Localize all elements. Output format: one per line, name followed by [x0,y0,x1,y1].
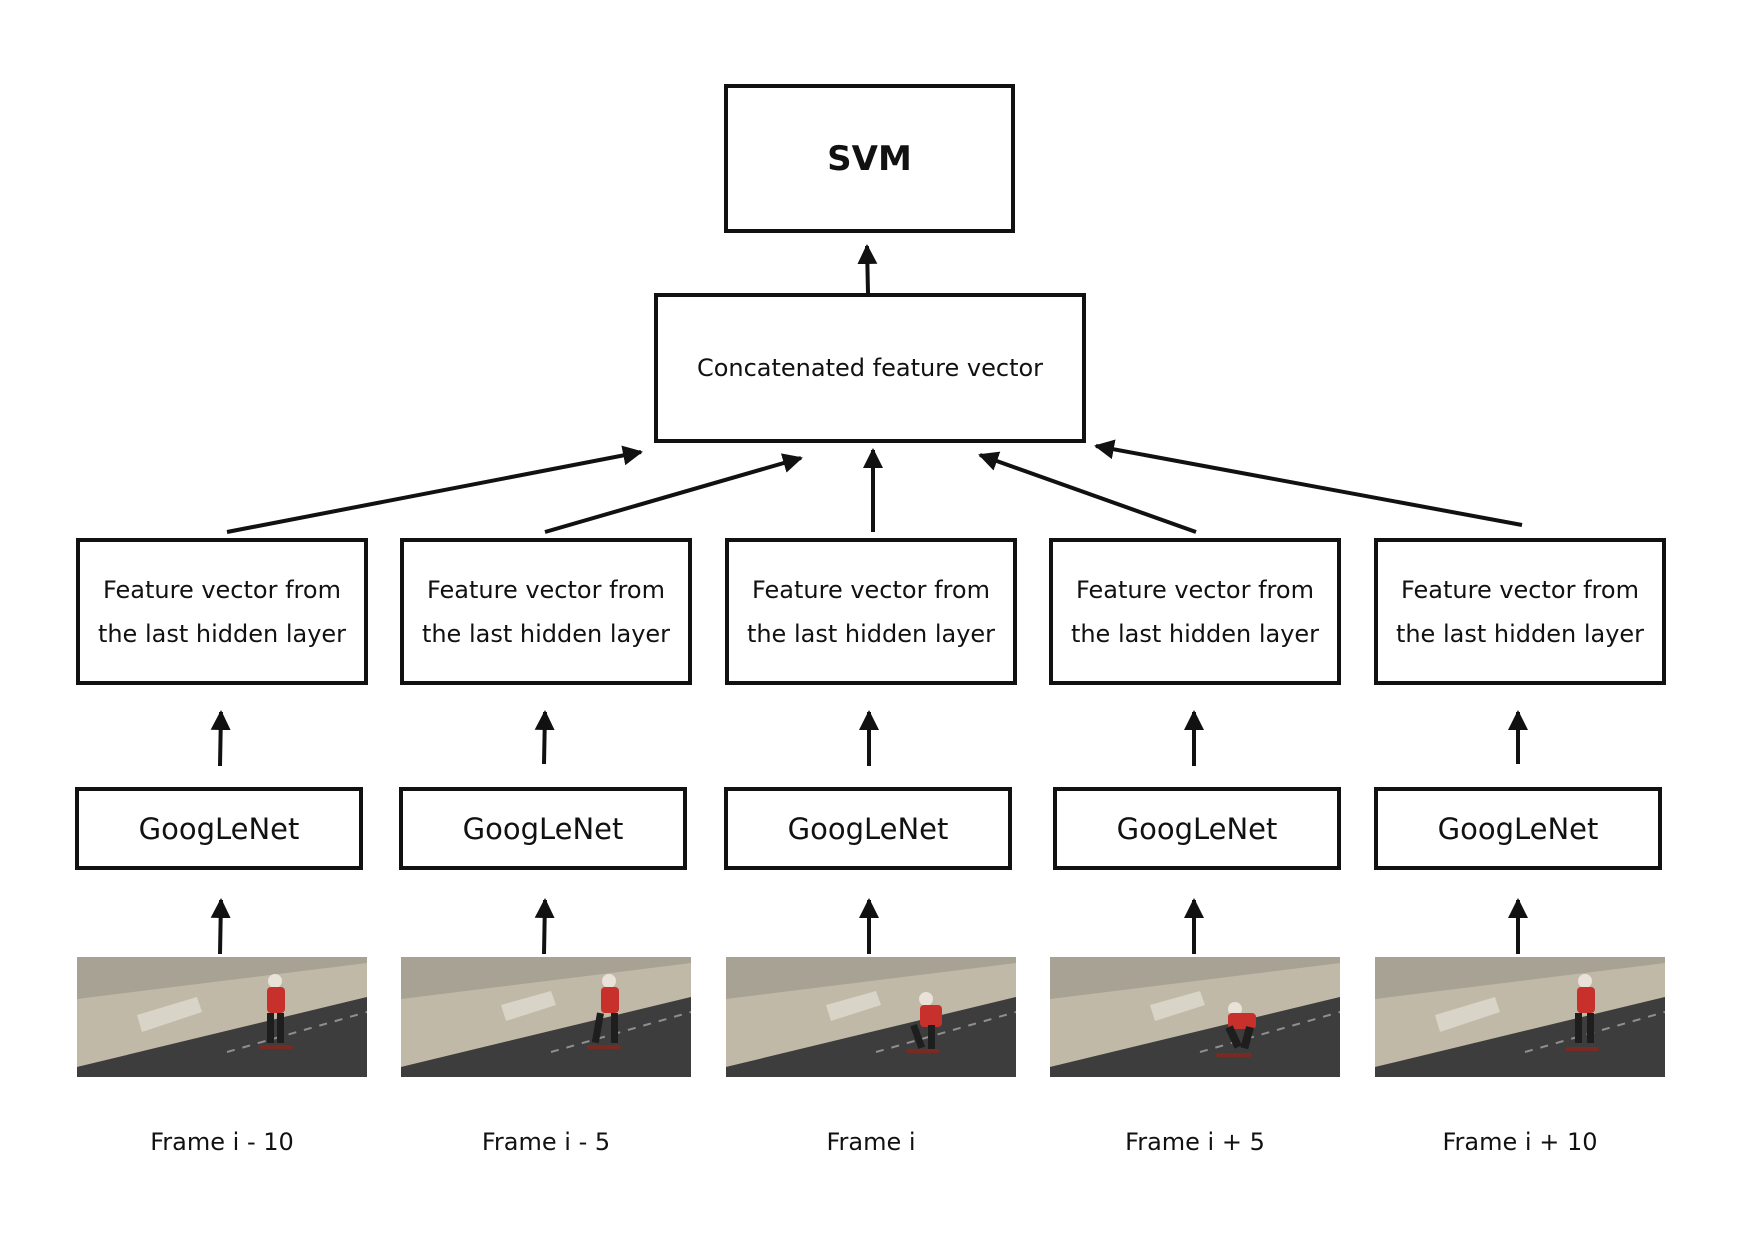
video-frame-image-4 [1050,957,1340,1077]
arrow-concat-to-svm [857,244,878,294]
frame-label-2: Frame i - 5 [481,1128,611,1156]
arrow-frame-2-to-googlenet [534,898,555,955]
frame-label-5: Frame i + 10 [1442,1128,1598,1156]
arrow-googlenet-2-to-feature [534,710,555,765]
feature-vector-box-5: Feature vector from the last hidden laye… [1374,538,1666,685]
googlenet-label: GoogLeNet [1116,811,1278,846]
video-frame-image-1 [77,957,367,1077]
googlenet-label: GoogLeNet [787,811,949,846]
frame-label-4: Frame i + 5 [1125,1128,1265,1156]
arrow-frame-1-to-googlenet [210,898,231,955]
googlenet-label: GoogLeNet [462,811,624,846]
googlenet-label: GoogLeNet [1437,811,1599,846]
googlenet-label: GoogLeNet [138,811,300,846]
video-frame-image-3 [726,957,1016,1077]
feature-vector-box-3: Feature vector from the last hidden laye… [725,538,1017,685]
googlenet-box-3: GoogLeNet [724,787,1012,870]
video-frame-image-2 [401,957,691,1077]
arrow-feature-1-to-concat [226,445,643,534]
feature-vector-box-1: Feature vector from the last hidden laye… [76,538,368,685]
googlenet-box-2: GoogLeNet [399,787,687,870]
feature-vector-label: Feature vector from the last hidden laye… [1395,575,1645,648]
svm-box: SVM [724,84,1015,233]
concat-label: Concatenated feature vector [696,354,1044,382]
frame-label-3: Frame i [826,1128,916,1156]
arrow-googlenet-1-to-feature [210,710,231,767]
googlenet-box-5: GoogLeNet [1374,787,1662,870]
feature-vector-box-2: Feature vector from the last hidden laye… [400,538,692,685]
arrow-feature-2-to-concat [544,453,803,534]
arrow-feature-4-to-concat [978,451,1197,534]
feature-vector-label: Feature vector from the last hidden laye… [421,575,671,648]
arrow-feature-5-to-concat [1094,439,1523,527]
feature-vector-label: Feature vector from the last hidden laye… [746,575,996,648]
video-frame-image-5 [1375,957,1665,1077]
googlenet-box-4: GoogLeNet [1053,787,1341,870]
frame-label-1: Frame i - 10 [150,1128,294,1156]
googlenet-box-1: GoogLeNet [75,787,363,870]
feature-vector-box-4: Feature vector from the last hidden laye… [1049,538,1341,685]
feature-vector-label: Feature vector from the last hidden laye… [1070,575,1320,648]
concatenated-feature-vector-box: Concatenated feature vector [654,293,1086,443]
feature-vector-label: Feature vector from the last hidden laye… [97,575,347,648]
svm-label: SVM [827,138,912,179]
